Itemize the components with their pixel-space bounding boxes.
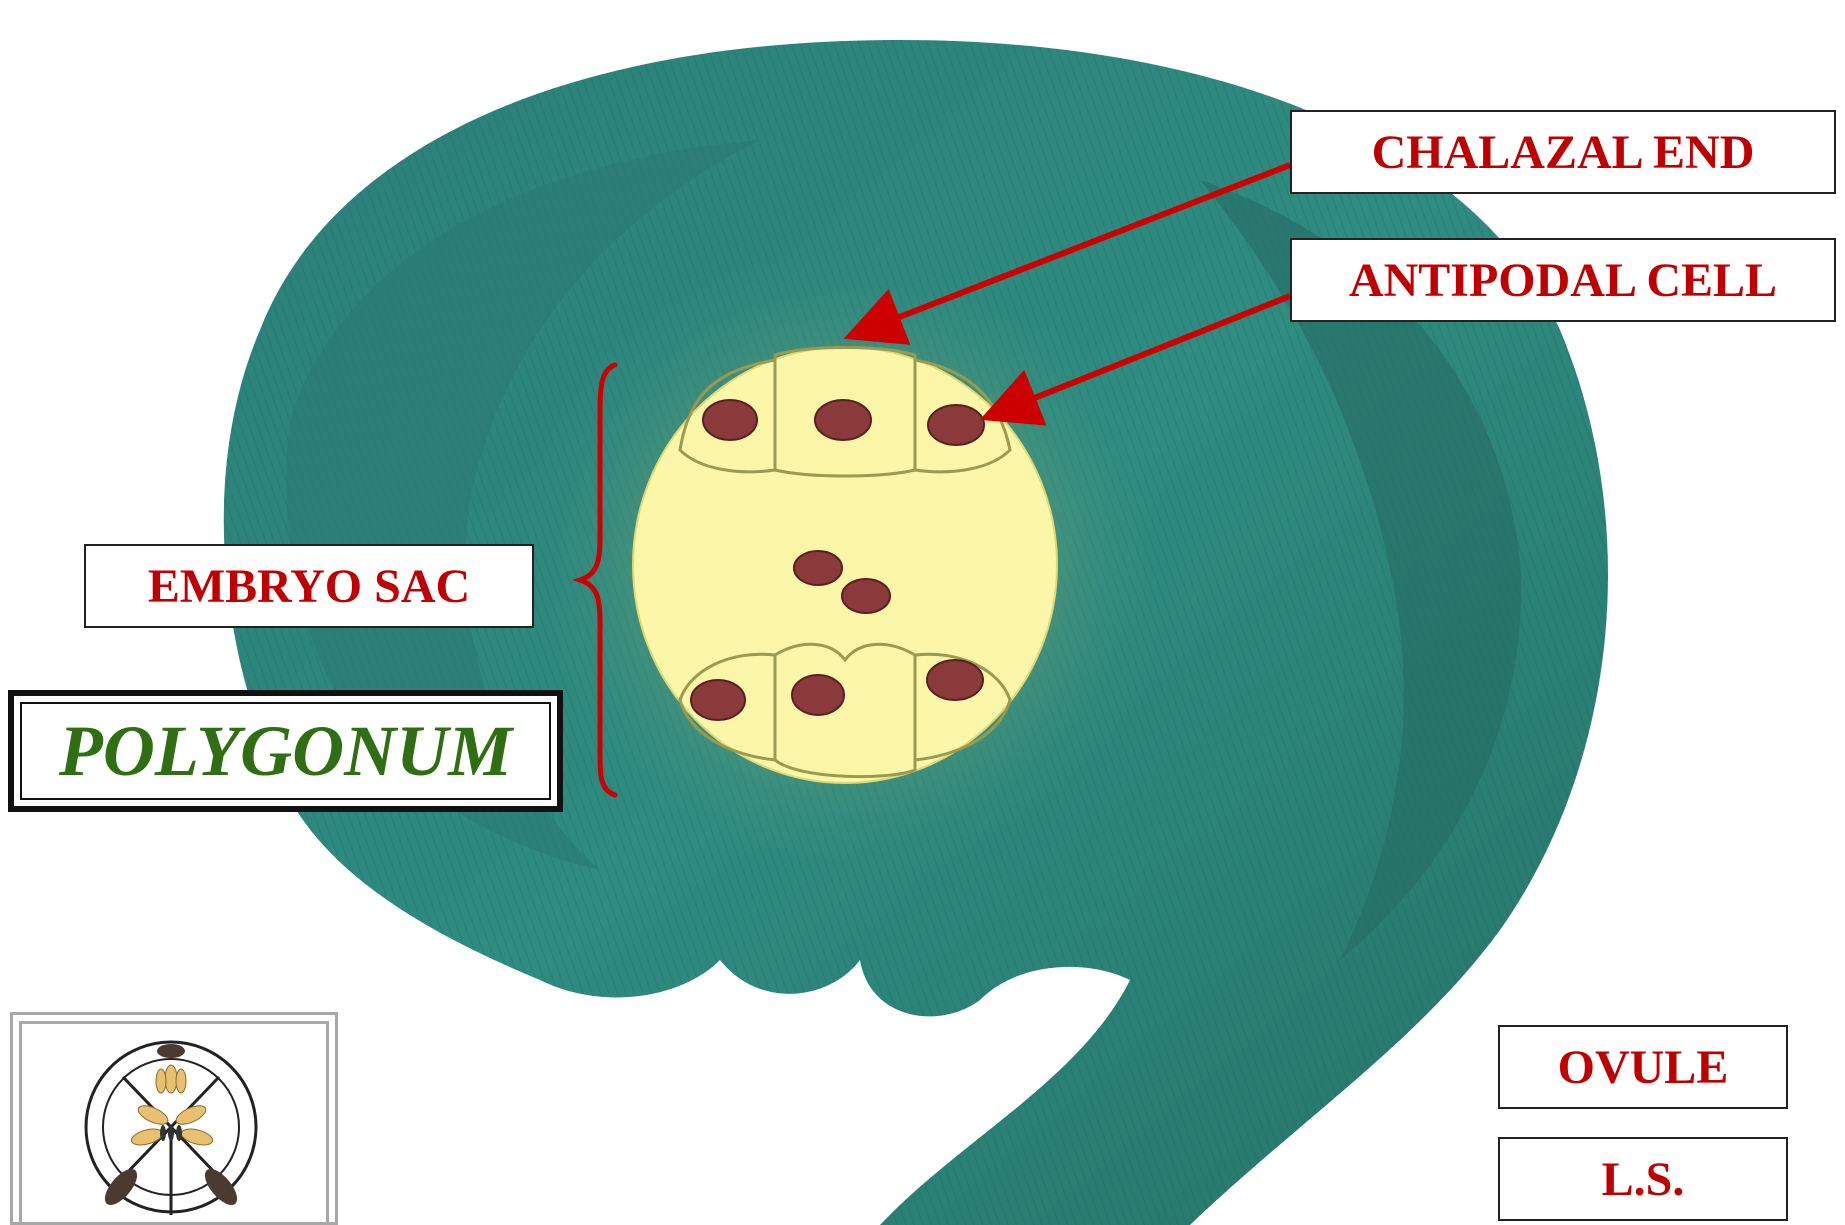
antipodal-cell-label: ANTIPODAL CELL	[1290, 238, 1836, 322]
botany-emblem-icon	[13, 1015, 338, 1225]
title: POLYGONUM	[20, 702, 551, 800]
ls-label: L.S.	[1498, 1137, 1788, 1221]
ovule-label: OVULE	[1498, 1025, 1788, 1109]
title-frame: POLYGONUM	[8, 690, 563, 812]
chalazal-end-label: CHALAZAL END	[1290, 110, 1836, 194]
embryo-sac-label: EMBRYO SAC	[84, 544, 534, 628]
logo-frame	[10, 1012, 338, 1225]
